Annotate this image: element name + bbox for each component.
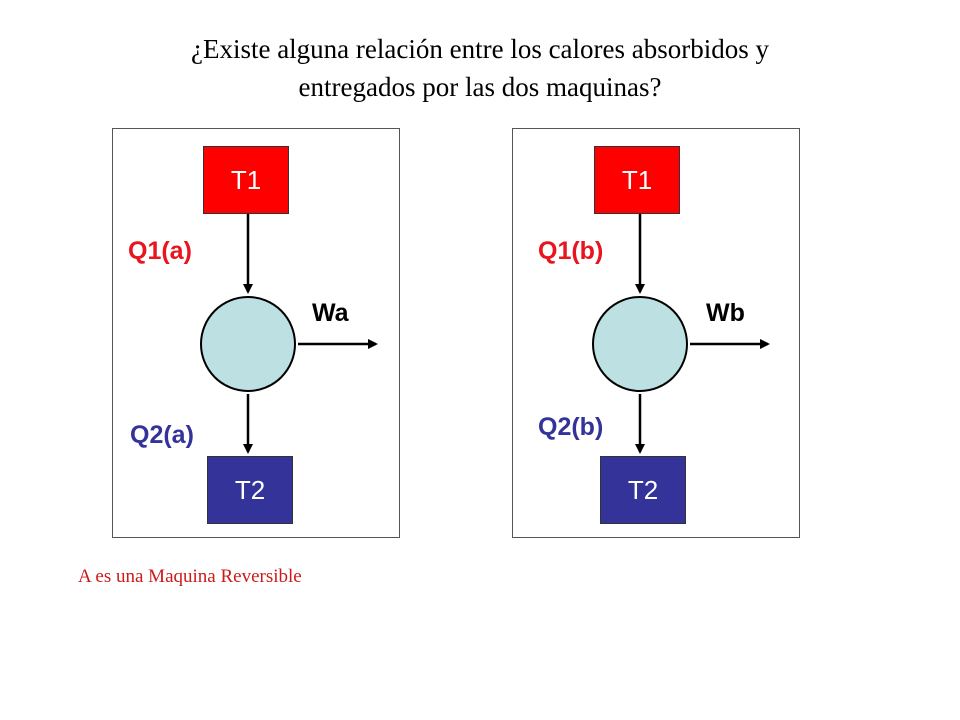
engine-b-hot-reservoir: T1 <box>594 146 680 214</box>
engine-a-work-label: Wa <box>312 299 349 327</box>
engine-b-q2-label: Q2(b) <box>538 413 604 441</box>
engine-b-q1-label: Q1(b) <box>538 237 604 265</box>
engine-a-q1-label: Q1(a) <box>128 237 192 265</box>
engine-a-cold-reservoir: T2 <box>207 456 293 524</box>
engine-b-panel <box>512 128 800 538</box>
question-title: ¿Existe alguna relación entre los calore… <box>0 30 960 106</box>
question-line-1: ¿Existe alguna relación entre los calore… <box>190 34 770 64</box>
engine-a-hot-reservoir: T1 <box>203 146 289 214</box>
engine-b-work-label: Wb <box>706 299 745 327</box>
engine-a-circle <box>200 296 296 392</box>
engine-b-circle <box>592 296 688 392</box>
reversible-note: A es una Maquina Reversible <box>78 566 302 587</box>
engine-a-panel <box>112 128 400 538</box>
engine-b-cold-reservoir: T2 <box>600 456 686 524</box>
engine-a-q2-label: Q2(a) <box>130 421 194 449</box>
question-line-2: entregados por las dos maquinas? <box>298 72 662 102</box>
